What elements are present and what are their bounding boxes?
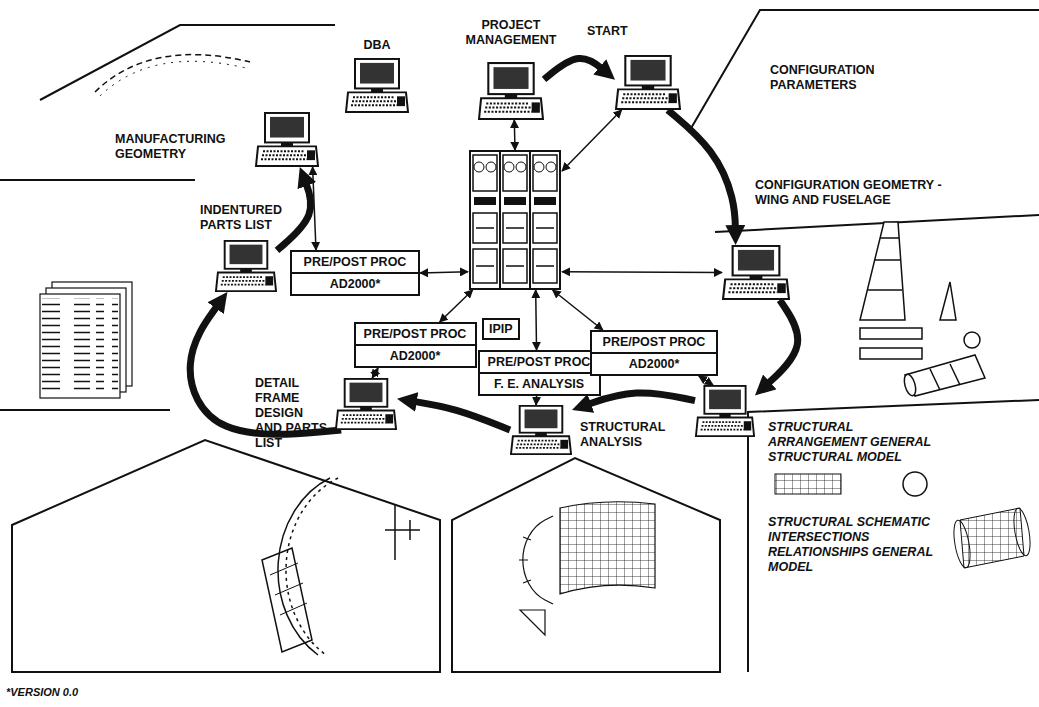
workstation: PROJECT MANAGEMENT [478,62,544,120]
workstation-icon [695,385,755,437]
data-link [699,376,713,385]
workstation: STRUCTURAL ARRANGEMENT GENERAL STRUCTURA… [695,385,755,437]
footnote: *VERSION 0.0 [6,686,78,698]
workstation: CONFIGURATION PARAMETERS [615,55,681,110]
station-label: DETAIL FRAME DESIGN AND PARTS LIST [255,376,330,451]
data-link [420,272,468,273]
workflow-arrow [764,300,798,387]
workstation-icon [615,55,681,110]
processor-label: AD2000* [356,344,475,366]
mainframe-computer: IPIP [468,150,562,290]
data-link [440,290,473,322]
mainframe-icon [468,150,562,290]
station-label: CONFIGURATION GEOMETRY - WING AND FUSELA… [755,178,955,208]
process-box: PRE/POST PROCAD2000* [354,322,477,368]
finite-element-mesh [519,502,655,635]
workflow-arrow [668,110,736,233]
data-link [535,290,537,350]
station-label: CONFIGURATION PARAMETERS [770,63,895,93]
workstation-icon [335,378,397,430]
processor-label: PRE/POST PROC [592,332,716,352]
workflow-arrow [277,178,311,250]
station-label: STRUCTURAL ANALYSIS [580,420,675,450]
processor-label: PRE/POST PROC [480,352,599,372]
data-link [313,167,316,250]
workstation: INDENTURED PARTS LIST [215,240,277,292]
frame-detail-drawing [262,478,420,655]
data-link [562,271,722,273]
workstation-icon [478,62,544,120]
station-label: MANUFACTURING GEOMETRY [115,132,245,162]
station-label: INDENTURED PARTS LIST [200,203,288,233]
workstation: CONFIGURATION GEOMETRY - WING AND FUSELA… [722,245,790,300]
data-link [372,368,378,378]
workstation: STRUCTURAL ANALYSIS [510,405,572,455]
wing-fuselage-geometry [860,222,985,397]
workflow-arrow [544,58,606,79]
region-outline [0,10,1039,672]
data-link [562,110,622,171]
station-label: STRUCTURAL ARRANGEMENT GENERAL STRUCTURA… [768,420,953,465]
processor-label: AD2000* [592,352,716,374]
manufacturing-curve [95,55,250,96]
data-link [535,396,537,405]
parts-list-pages [40,282,132,398]
edge-label: START [585,24,630,39]
processor-label: PRE/POST PROC [292,252,418,272]
data-link [553,290,603,330]
station-label: DBA [335,38,419,53]
station-label: STRUCTURAL SCHEMATIC INTERSECTIONS RELAT… [768,515,948,575]
data-link [514,120,516,150]
process-box: PRE/POST PROCF. E. ANALYSIS [478,350,601,396]
workstation-icon [215,240,277,292]
workstation-icon [345,58,409,113]
station-label: PROJECT MANAGEMENT [463,18,559,48]
workflow-arrow [409,401,510,430]
workstation: DBA [345,58,409,113]
process-box: PRE/POST PROCAD2000* [290,250,420,296]
workstation-icon [722,245,790,300]
workstation-icon [255,112,319,167]
system-tag: IPIP [482,318,520,340]
process-box: PRE/POST PROCAD2000* [590,330,718,376]
processor-label: F. E. ANALYSIS [480,372,599,394]
workstation-icon [510,405,572,455]
processor-label: AD2000* [292,272,418,294]
workstation: DETAIL FRAME DESIGN AND PARTS LIST [335,378,397,430]
processor-label: PRE/POST PROC [356,324,475,344]
workstation: MANUFACTURING GEOMETRY [255,112,319,167]
